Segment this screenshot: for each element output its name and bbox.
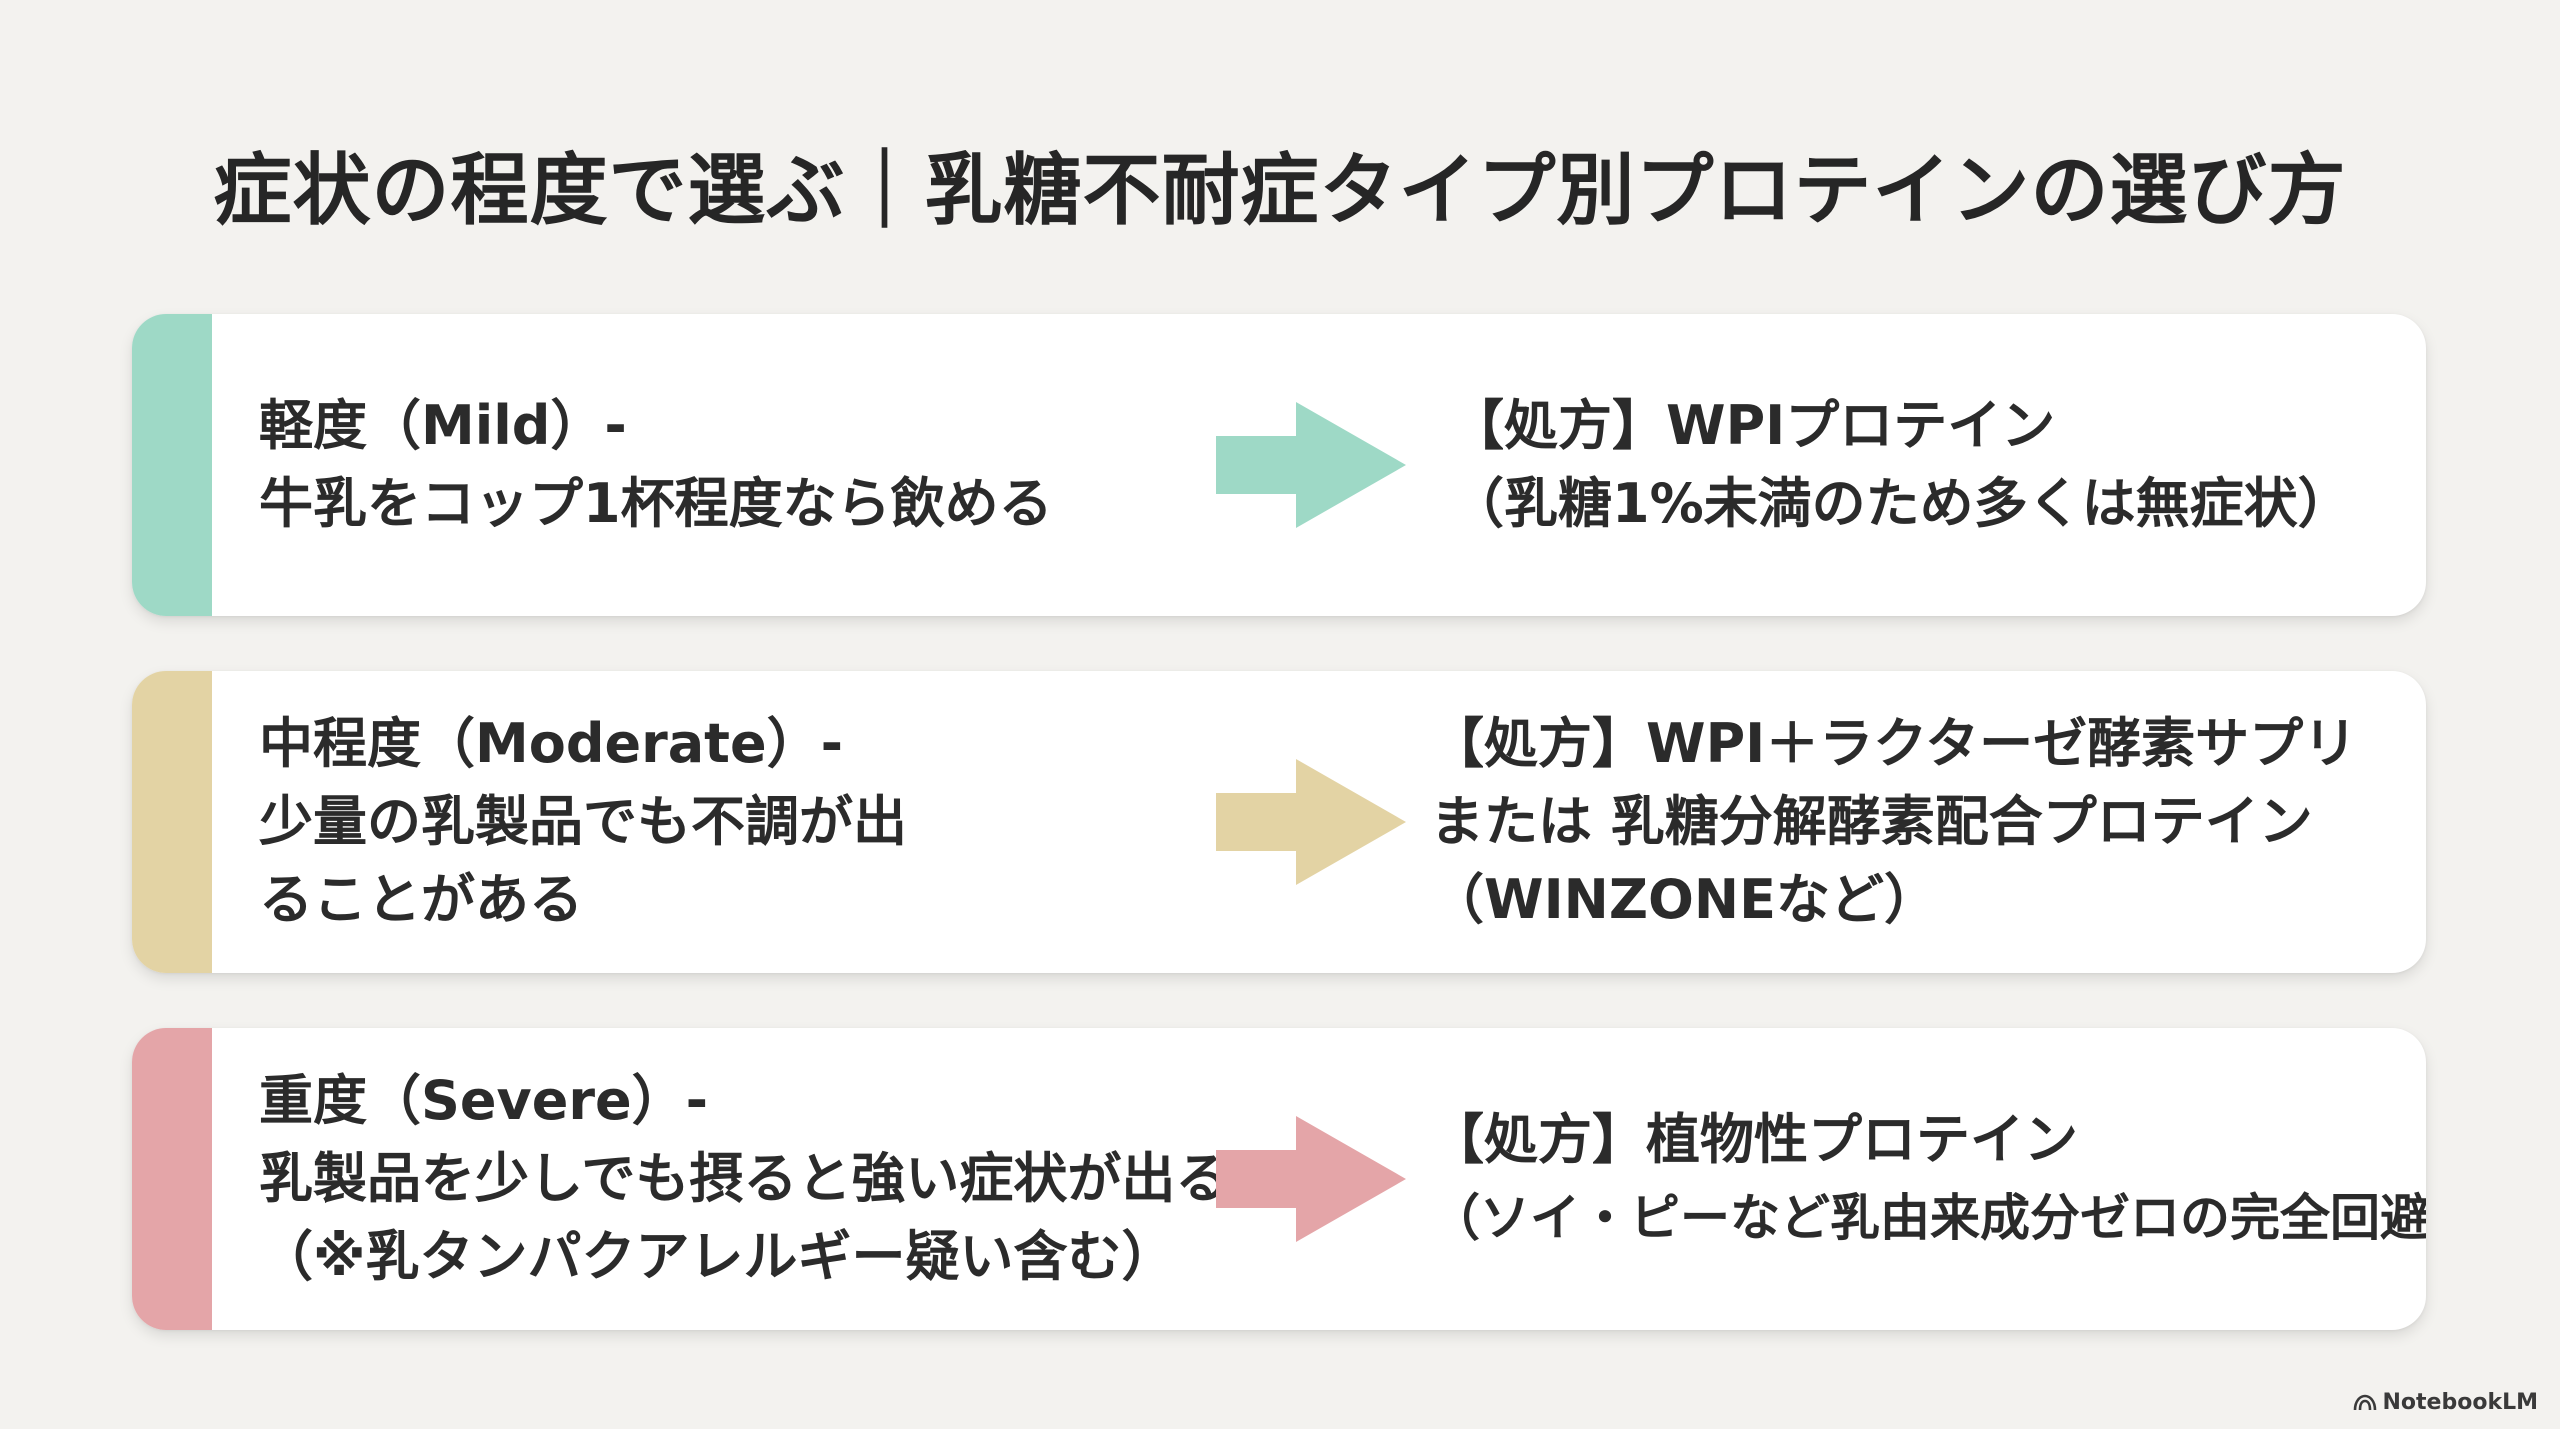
- prescription: 【処方】植物性プロテイン （ソイ・ピーなど乳由来成分ゼロの完全回避）: [1430, 1028, 2426, 1330]
- severity-line: （※乳タンパクアレルギー疑い含む）: [259, 1225, 1176, 1288]
- severity-line: 軽度（Mild）-: [259, 394, 627, 457]
- color-stripe: [132, 314, 212, 616]
- prescription-line: または 乳糖分解酵素配合プロテイン: [1430, 790, 2313, 853]
- severity-line: ることがある: [259, 868, 583, 931]
- color-stripe: [132, 1028, 212, 1330]
- arrow-right-icon: [1216, 759, 1406, 885]
- severity-description: 重度（Severe）- 乳製品を少しでも摂ると強い症状が出る （※乳タンパクアレ…: [259, 1028, 1349, 1330]
- color-stripe: [132, 671, 212, 973]
- severity-line: 乳製品を少しでも摂ると強い症状が出る: [259, 1147, 1230, 1210]
- severity-description: 軽度（Mild）- 牛乳をコップ1杯程度なら飲める: [259, 314, 1349, 616]
- arrow-right-icon: [1216, 402, 1406, 528]
- prescription-line: （乳糖1%未満のため多くは無症状）: [1450, 472, 2352, 535]
- watermark-text: NotebookLM: [2382, 1390, 2538, 1415]
- page-title: 症状の程度で選ぶ｜乳糖不耐症タイプ別プロテインの選び方: [213, 146, 2347, 236]
- severity-card-mild: 軽度（Mild）- 牛乳をコップ1杯程度なら飲める 【処方】WPIプロテイン （…: [132, 314, 2426, 616]
- prescription-line: 【処方】WPIプロテイン: [1450, 394, 2056, 457]
- notebooklm-logo-icon: [2353, 1394, 2376, 1410]
- severity-line: 重度（Severe）-: [259, 1069, 709, 1132]
- prescription: 【処方】WPIプロテイン （乳糖1%未満のため多くは無症状）: [1450, 314, 2410, 616]
- prescription-line: 【処方】WPI＋ラクターゼ酵素サプリ: [1430, 712, 2358, 775]
- notebooklm-watermark: NotebookLM: [2353, 1390, 2538, 1415]
- prescription-line: 【処方】植物性プロテイン: [1430, 1108, 2078, 1171]
- severity-description: 中程度（Moderate）- 少量の乳製品でも不調が出 ることがある: [259, 671, 1349, 973]
- severity-card-moderate: 中程度（Moderate）- 少量の乳製品でも不調が出 ることがある 【処方】W…: [132, 671, 2426, 973]
- prescription: 【処方】WPI＋ラクターゼ酵素サプリ または 乳糖分解酵素配合プロテイン （WI…: [1430, 671, 2426, 973]
- severity-line: 少量の乳製品でも不調が出: [259, 790, 907, 853]
- severity-line: 中程度（Moderate）-: [259, 712, 844, 775]
- severity-card-severe: 重度（Severe）- 乳製品を少しでも摂ると強い症状が出る （※乳タンパクアレ…: [132, 1028, 2426, 1330]
- arrow-right-icon: [1216, 1116, 1406, 1242]
- prescription-line: （WINZONEなど）: [1430, 868, 1938, 931]
- prescription-line: （ソイ・ピーなど乳由来成分ゼロの完全回避）: [1430, 1189, 2426, 1247]
- severity-line: 牛乳をコップ1杯程度なら飲める: [259, 472, 1053, 535]
